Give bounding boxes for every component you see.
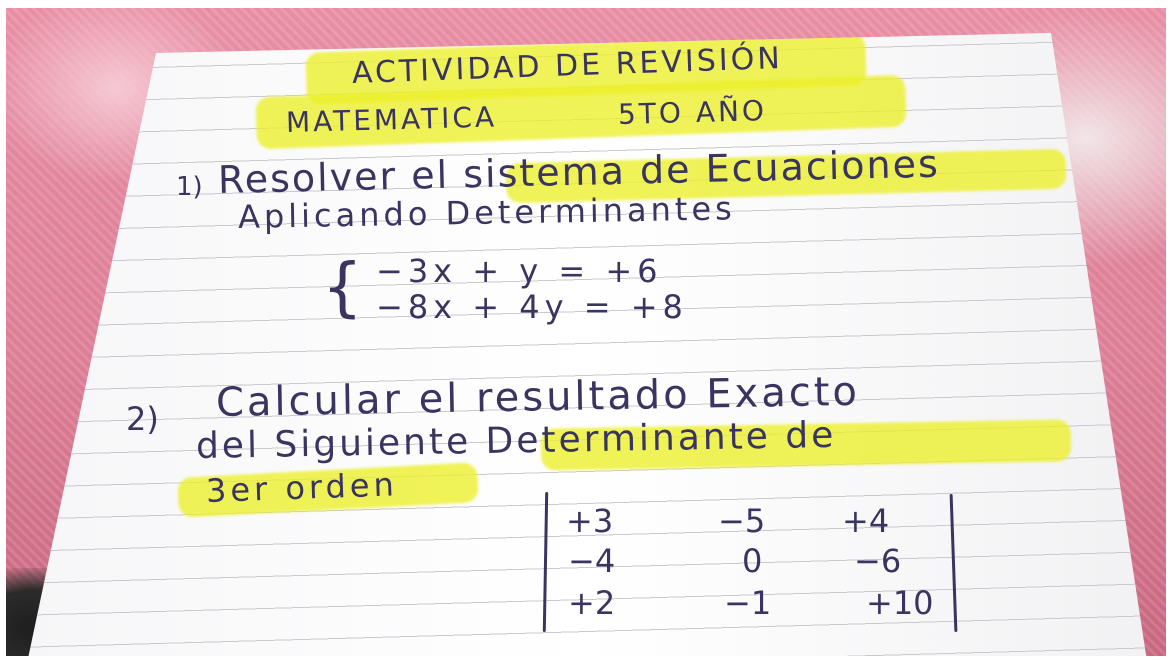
equation-1: −3x + y = +6 xyxy=(376,252,663,290)
matrix-cell-r1c3: +4 xyxy=(842,502,890,540)
matrix-cell-r1c2: −5 xyxy=(718,502,766,540)
photo-background: ACTIVIDAD DE REVISIÓN MATEMATICA 5TO AÑO… xyxy=(6,8,1166,656)
matrix-cell-r2c2: 0 xyxy=(742,542,763,580)
determinant-right-bar xyxy=(949,493,958,633)
determinant-left-bar xyxy=(542,491,549,633)
equation-2: −8x + 4y = +8 xyxy=(376,288,688,326)
title-line-2-right: 5TO AÑO xyxy=(617,94,768,131)
lined-paper-card: ACTIVIDAD DE REVISIÓN MATEMATICA 5TO AÑO… xyxy=(26,33,1148,656)
matrix-cell-r3c1: +2 xyxy=(568,584,616,622)
title-line-2-left: MATEMATICA xyxy=(285,100,498,139)
matrix-cell-r1c1: +3 xyxy=(566,502,614,540)
matrix-cell-r2c3: −6 xyxy=(854,542,902,580)
problem-1-number: 1) xyxy=(176,172,203,202)
matrix-cell-r3c3: +10 xyxy=(866,584,934,622)
system-brace: { xyxy=(322,251,363,325)
problem-2-number: 2) xyxy=(126,400,159,438)
matrix-cell-r3c2: −1 xyxy=(724,584,772,622)
matrix-cell-r2c1: −4 xyxy=(568,542,616,580)
problem-2-line-3: 3er orden xyxy=(205,465,399,510)
problem-1-line-2: Aplicando Determinantes xyxy=(237,189,737,236)
